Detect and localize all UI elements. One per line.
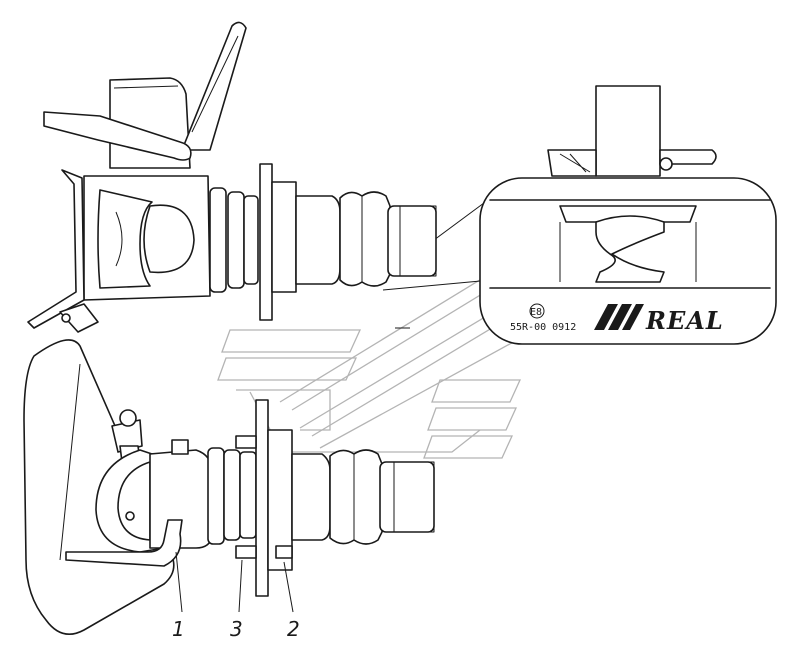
hitch-top-view [23,339,435,636]
hitch-side-view [27,21,437,333]
brand-logo: REAL [594,304,724,335]
callout-2: 2 [287,617,300,641]
callout-leaders [175,551,294,613]
certification-mark: E8 [530,307,542,318]
callout-1: 1 [172,617,185,641]
approval-number: 55R-00 0912 [510,322,576,333]
detail-callout: E8 55R-00 0912 REAL [479,85,777,345]
callout-3: 3 [230,617,243,641]
brand-text: REAL [645,306,724,335]
